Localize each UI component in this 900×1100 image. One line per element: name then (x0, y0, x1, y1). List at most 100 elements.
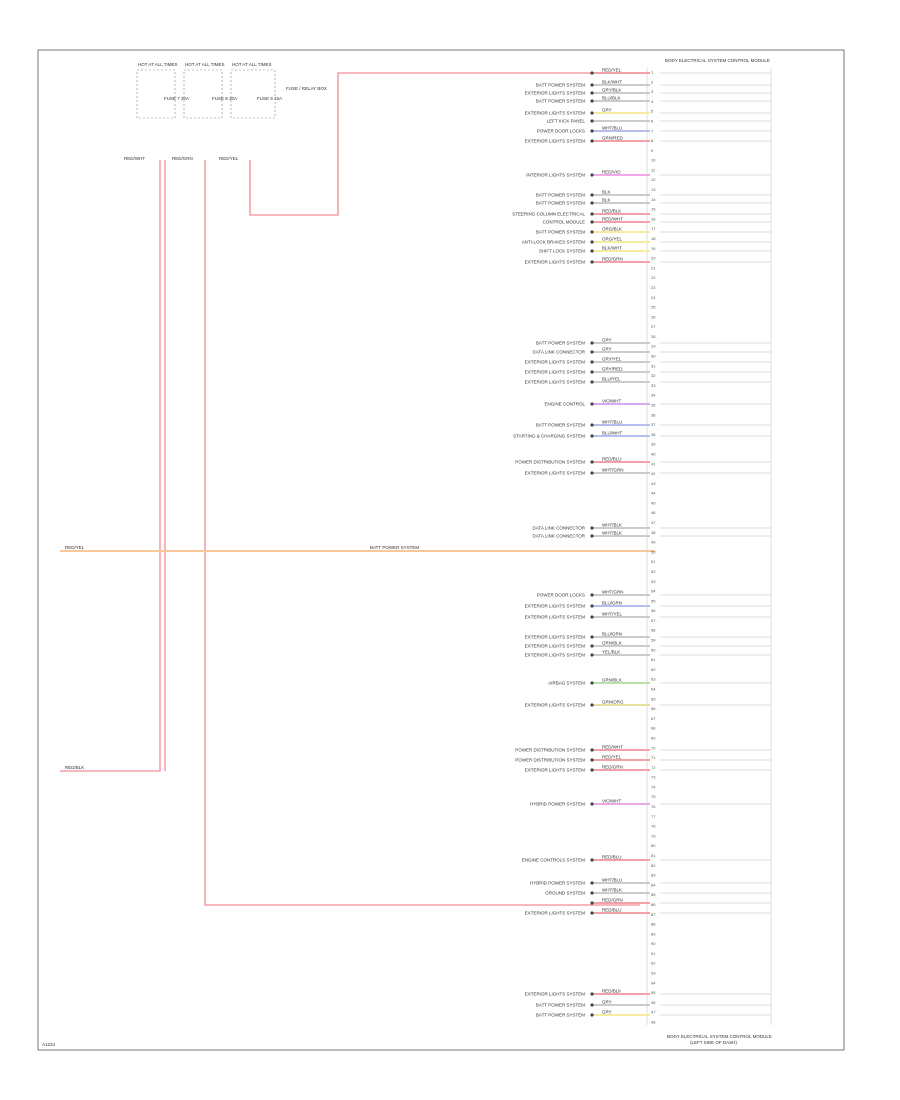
pin-number: 12 (651, 177, 656, 182)
wire-code: RED/BLU (602, 908, 622, 913)
wire-destination: BATT POWER SYSTEM (536, 1003, 585, 1008)
wire-terminal (590, 802, 594, 806)
wire-terminal (590, 911, 594, 915)
pin-number: 83 (651, 873, 656, 878)
wire-terminal (590, 370, 594, 374)
wire-terminal (590, 1013, 594, 1017)
pin-number: 34 (651, 393, 656, 398)
footer-left: A1234 (42, 1042, 56, 1047)
wire-terminal (590, 681, 594, 685)
wire-terminal (590, 230, 594, 234)
pin-number: 45 (651, 500, 656, 505)
wire-destination: BATT POWER SYSTEM (536, 99, 585, 104)
pin-number: 98 (651, 1020, 656, 1025)
pin-number: 67 (651, 716, 656, 721)
pin-number: 26 (651, 314, 656, 319)
wire-destination: BATT POWER SYSTEM (536, 193, 585, 198)
pin-number: 50 (651, 549, 656, 554)
pin-number: 21 (651, 265, 656, 270)
wire-destination: EXTERIOR LIGHTS SYSTEM (525, 260, 586, 265)
wire-code: BLK (602, 190, 611, 195)
wire-code: WHT/GRN (602, 468, 624, 473)
wire-terminal (590, 992, 594, 996)
wire-row: LEFT KICK PANEL (547, 119, 771, 124)
wire-terminal (590, 380, 594, 384)
wire-terminal (590, 360, 594, 364)
pin-number: 82 (651, 863, 656, 868)
pins: 1234567891011121314151617181920212223242… (651, 70, 656, 1025)
pin-number: 64 (651, 687, 656, 692)
fuse-3-box (230, 69, 276, 119)
pin-number: 44 (651, 491, 656, 496)
wire-destination: DATA LINK CONNECTOR (532, 534, 585, 539)
wire-destination: EXTERIOR LIGHTS SYSTEM (525, 615, 586, 620)
wire-code: RED/GRN (602, 765, 623, 770)
wire-row: RED/YEL (590, 68, 771, 75)
wire-destination: INTERIOR LIGHTS SYSTEM (526, 173, 585, 178)
wire-code: VIO/WHT (602, 799, 621, 804)
pin-number: 48 (651, 530, 656, 535)
pin-number: 23 (651, 285, 656, 290)
wire-destination: EXTERIOR LIGHTS SYSTEM (525, 911, 586, 916)
fuse-1-wire-code: RED/WHT (124, 156, 145, 161)
wire-code: BLU/GRN (602, 632, 622, 637)
wire-terminal (590, 173, 594, 177)
wire-code: RED/BLU (602, 457, 622, 462)
wire-code: RED/WHT (602, 217, 623, 222)
wire-terminal (590, 139, 594, 143)
pin-number: 88 (651, 922, 656, 927)
wire-terminal (590, 858, 594, 862)
pin-number: 97 (651, 1010, 656, 1015)
wire-terminal (590, 881, 594, 885)
wire-terminal (590, 593, 594, 597)
pin-number: 63 (651, 677, 656, 682)
pin-number: 60 (651, 647, 656, 652)
pin-number: 90 (651, 941, 656, 946)
wire-code: RED/VIO (602, 170, 621, 175)
fuse-1: HOT AT ALL TIMES FUSE 7 30A RED/WHT (124, 62, 189, 161)
pin-number: 18 (651, 236, 656, 241)
wire-destination: EXTERIOR LIGHTS SYSTEM (525, 111, 586, 116)
wire-terminal (590, 644, 594, 648)
pin-number: 68 (651, 726, 656, 731)
wire-destination: EXTERIOR LIGHTS SYSTEM (525, 360, 586, 365)
wire-code: WHT/BLK (602, 523, 622, 528)
pin-number: 93 (651, 971, 656, 976)
wire-code: GRY/BLK (602, 88, 621, 93)
footer-right-line2: (LEFT SIDE OF DASH) (690, 1040, 737, 1045)
wire-terminal (590, 635, 594, 639)
wire-terminal (590, 201, 594, 205)
pin-number: 10 (651, 158, 656, 163)
pin-number: 94 (651, 980, 656, 985)
wire-destination: EXTERIOR LIGHTS SYSTEM (525, 703, 586, 708)
pin-number: 80 (651, 843, 656, 848)
wire-destination: BATT POWER SYSTEM (536, 201, 585, 206)
wire-destination: EXTERIOR LIGHTS SYSTEM (525, 604, 586, 609)
pin-number: 86 (651, 902, 656, 907)
wire-code: GRN/BLK (602, 678, 622, 683)
wire-destination: EXTERIOR LIGHTS SYSTEM (525, 370, 586, 375)
wire-terminal (590, 891, 594, 895)
wire-code: BLK/WHT (602, 80, 622, 85)
wire-code: GRY (602, 347, 612, 352)
wire-row: RED/GRN (590, 898, 771, 905)
wire-destination: LEFT KICK PANEL (547, 119, 586, 124)
wire-destination: POWER DISTRIBUTION SYSTEM (515, 758, 585, 763)
pin-number: 65 (651, 696, 656, 701)
wire-destination: EXTERIOR LIGHTS SYSTEM (525, 471, 586, 476)
pin-number: 29 (651, 344, 656, 349)
wire-code: RED/BLK (602, 209, 621, 214)
